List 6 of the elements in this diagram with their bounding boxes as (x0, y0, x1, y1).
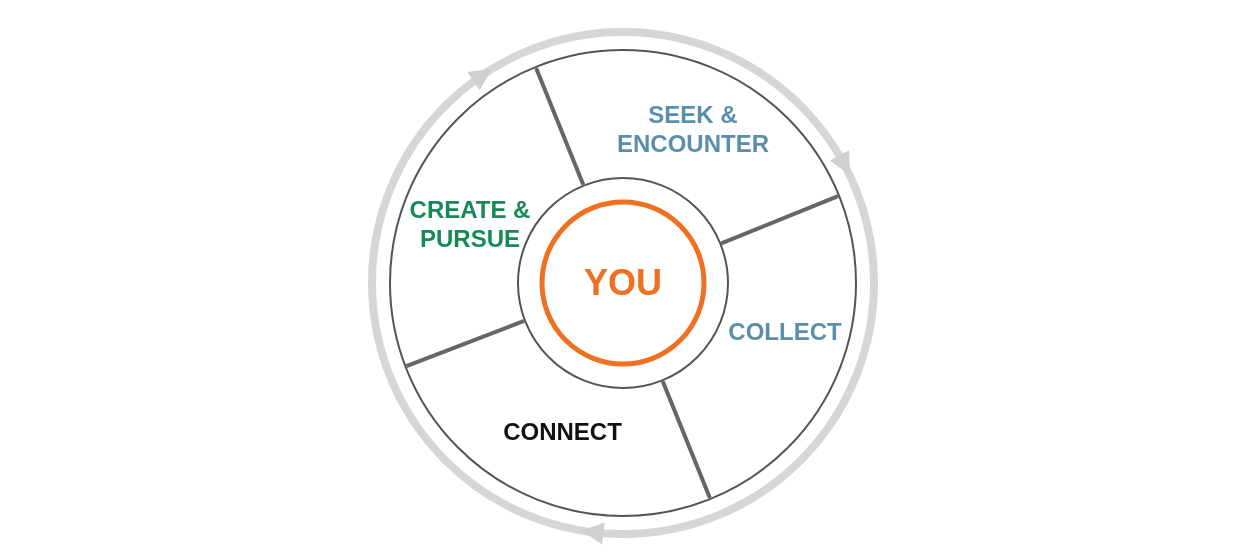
segment-label: CONNECT (503, 417, 622, 447)
segment-label: CREATE & PURSUE (408, 196, 532, 254)
center-circle (539, 199, 707, 367)
segment-label: COLLECT (728, 317, 842, 347)
center-label: YOU (584, 261, 662, 305)
segment-label: SEEK & ENCOUNTER (616, 101, 770, 159)
